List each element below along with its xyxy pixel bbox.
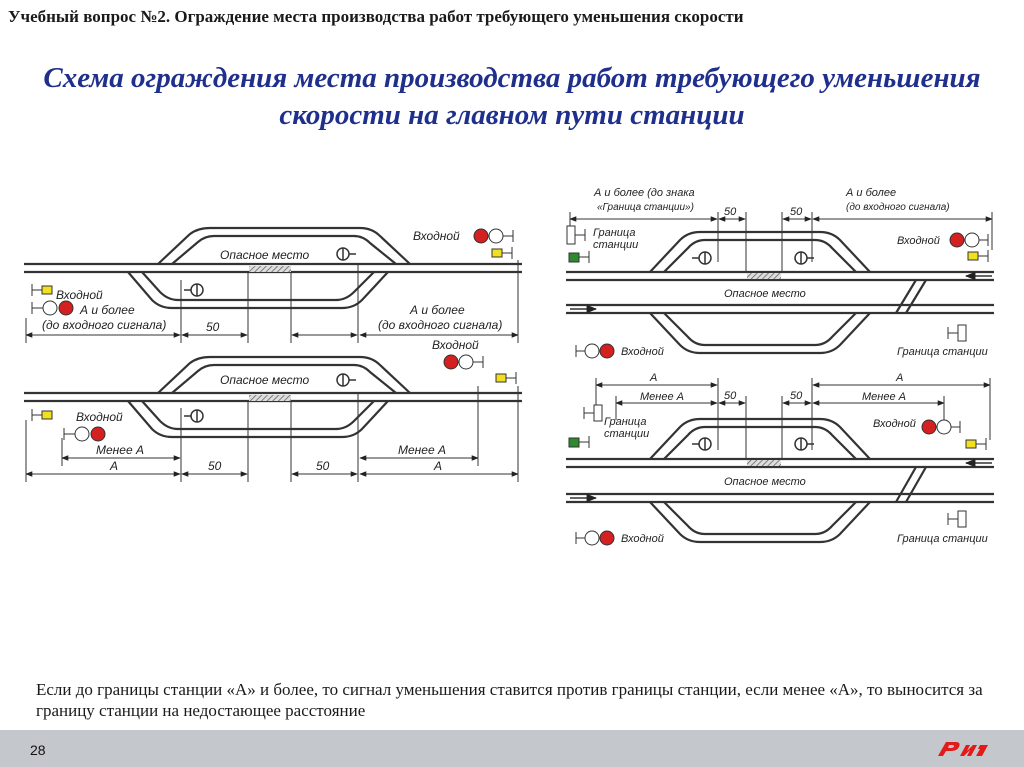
fifty-label: 50 xyxy=(208,459,222,473)
reduce-speed-sign-icon xyxy=(31,284,53,296)
to-entry-signal-label: (до входного сигнала) xyxy=(378,318,502,332)
entry-signal-icon xyxy=(575,343,615,359)
rzd-logo xyxy=(938,742,988,756)
entry-label: Входной xyxy=(621,346,664,358)
speed-sign-icon xyxy=(692,437,712,451)
border-word-label: Граница xyxy=(593,227,635,239)
less-a-label: Менее А xyxy=(862,391,906,403)
a-and-more-label: А и более xyxy=(845,187,896,199)
entry-label: Входной xyxy=(897,235,940,247)
entry-signal-icon xyxy=(921,419,961,435)
station-border-sign-icon xyxy=(947,324,967,342)
slide-heading: Учебный вопрос №2. Ограждение места прои… xyxy=(8,7,744,26)
speed-sign-icon xyxy=(794,437,814,451)
danger-label: Опасное место xyxy=(724,476,806,488)
reduce-speed-sign-icon xyxy=(495,372,517,384)
entry-label: Входной xyxy=(873,418,916,430)
dimension-lines xyxy=(25,386,519,482)
a-label: А xyxy=(433,459,442,473)
station-word-label: станции xyxy=(604,428,649,440)
entry-label: Входной xyxy=(432,338,479,352)
entry-signal-icon xyxy=(575,530,615,546)
speed-sign-icon xyxy=(336,373,356,387)
a-label: А xyxy=(109,459,118,473)
reduce-speed-sign-icon xyxy=(965,438,987,450)
dimension-lines xyxy=(25,260,519,343)
reduce-speed-sign-icon xyxy=(967,250,989,262)
danger-label: Опасное место xyxy=(220,373,310,387)
fifty-label: 50 xyxy=(724,206,737,218)
title-line-1: Схема ограждения места производства рабо… xyxy=(43,62,981,94)
station-border-sign-icon xyxy=(947,510,967,528)
footer-bar xyxy=(0,730,1024,767)
danger-label: Опасное место xyxy=(220,248,310,262)
a-and-more-label: А и более xyxy=(409,303,465,317)
danger-zone xyxy=(747,273,781,279)
to-entry-signal-label: (до входного сигнала) xyxy=(846,202,950,213)
station-border-label: Граница станции xyxy=(897,533,988,545)
title-line-2: скорости на главном пути станции xyxy=(279,99,745,131)
fifty-label: 50 xyxy=(206,320,220,334)
less-a-label: Менее А xyxy=(398,443,446,457)
dimension-lines xyxy=(569,212,993,272)
a-and-more-label: А и более xyxy=(79,303,135,317)
speed-sign-icon xyxy=(336,247,356,261)
fifty-label: 50 xyxy=(316,459,330,473)
fifty-label: 50 xyxy=(790,206,803,218)
station-border-sign-label: «Граница станции») xyxy=(597,202,694,213)
reduce-speed-sign-icon xyxy=(31,409,53,421)
entry-label: Входной xyxy=(76,410,123,424)
entry-signal-icon xyxy=(473,228,514,244)
entry-signal-icon xyxy=(949,232,989,248)
speed-sign-icon xyxy=(184,409,204,423)
page-number: 28 xyxy=(30,742,46,758)
danger-zone xyxy=(249,395,291,401)
right-diagram-2 xyxy=(566,417,994,544)
entry-label: Входной xyxy=(621,533,664,545)
station-border-sign-icon xyxy=(583,404,603,422)
less-a-label: Менее А xyxy=(640,391,684,403)
speed-sign-icon xyxy=(692,251,712,265)
speed-sign-icon xyxy=(794,251,814,265)
station-word-label: станции xyxy=(593,239,638,251)
border-word-label: Граница xyxy=(604,416,646,428)
cancel-speed-sign-icon xyxy=(568,436,590,448)
caption-text: Если до границы станции «А» и более, то … xyxy=(36,680,983,720)
entry-signal-icon xyxy=(443,354,484,370)
entry-label: Входной xyxy=(56,288,103,302)
danger-label: Опасное место xyxy=(724,288,806,300)
fifty-label: 50 xyxy=(790,390,803,402)
danger-zone xyxy=(747,460,781,466)
a-and-more-to-sign-label: А и более (до знака xyxy=(593,187,695,199)
cancel-speed-sign-icon xyxy=(568,251,590,263)
less-a-label: Менее А xyxy=(96,443,144,457)
reduce-speed-sign-icon xyxy=(491,247,513,259)
to-entry-signal-label: (до входного сигнала) xyxy=(42,318,166,332)
station-border-label: Граница станции xyxy=(897,346,988,358)
slide-title: Схема ограждения места производства рабо… xyxy=(40,60,984,134)
entry-signal-icon xyxy=(31,300,74,316)
entry-label: Входной xyxy=(413,229,460,243)
entry-signal-icon xyxy=(63,426,106,442)
a-label: А xyxy=(895,372,903,384)
fifty-label: 50 xyxy=(724,390,737,402)
station-border-sign-icon xyxy=(566,225,586,245)
right-diagram-1 xyxy=(566,230,994,355)
speed-sign-icon xyxy=(184,283,204,297)
a-label: А xyxy=(649,372,657,384)
danger-zone xyxy=(249,266,291,272)
